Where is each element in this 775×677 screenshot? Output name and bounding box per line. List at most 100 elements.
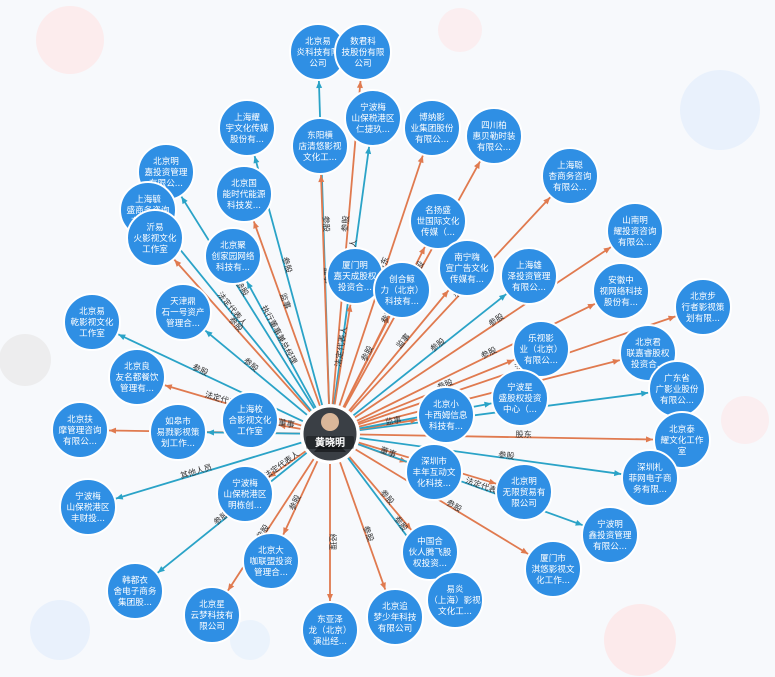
- company-node[interactable]: 中国合伙人腾飞股权投资...: [401, 523, 459, 581]
- company-node[interactable]: 北京小卡西姆信息科技有...: [417, 386, 475, 444]
- company-node-label: 划工作...: [161, 437, 195, 449]
- company-node-circle: [438, 239, 496, 297]
- company-node[interactable]: 北京步行者影视策划有限...: [674, 278, 732, 336]
- company-node[interactable]: 上海雄泽投资管理有限公...: [500, 247, 558, 305]
- company-node[interactable]: 宁波梅山保税港区仁捷玖...: [344, 89, 402, 147]
- company-node-label: 宁波梅: [360, 101, 386, 113]
- company-node[interactable]: 韩都衣舍电子商务集团股...: [106, 562, 164, 620]
- company-node[interactable]: 北京国能时代能源科技发...: [215, 165, 273, 223]
- company-node[interactable]: 四川柏惠贝勒时装有限公...: [465, 107, 523, 165]
- company-node[interactable]: 广东省广影业股份有限公...: [648, 360, 706, 418]
- company-node-label: 南宁嗨: [454, 251, 480, 263]
- edge-label: 法定代表人: [333, 326, 349, 368]
- company-node[interactable]: 厦门明嘉天成股权投资合...: [326, 247, 384, 305]
- company-node[interactable]: 天津鼎石一号资产管理合...: [154, 283, 212, 341]
- company-node-label: 厦门市: [540, 552, 566, 564]
- edge-line: [227, 458, 315, 592]
- edge-line: [173, 259, 311, 413]
- company-node[interactable]: 北京良友名都餐饮管理有...: [108, 348, 166, 406]
- edge-line: [320, 174, 330, 405]
- company-node-label: 宁波星: [507, 381, 533, 393]
- company-node[interactable]: 宁波星盛股权投资中心（...: [491, 369, 549, 427]
- company-node[interactable]: 易炎（上海）影视文化工...: [426, 571, 484, 629]
- edge-arrowhead: [667, 315, 676, 322]
- company-node-circle: [366, 588, 424, 646]
- company-node-label: 东阳横: [307, 129, 333, 141]
- edge-arrowhead: [108, 427, 117, 434]
- company-node[interactable]: 安徽中视网络科技股份有...: [592, 262, 650, 320]
- company-node-label: 数君科: [350, 35, 376, 47]
- company-node-label: 咖联盟投资: [250, 555, 293, 567]
- company-node[interactable]: 如皋市易戮影视策划工作...: [149, 403, 207, 461]
- company-node[interactable]: 深圳札菲网电子商务有限...: [621, 449, 679, 507]
- edge-arrowhead: [417, 155, 424, 164]
- company-node-label: 上海聪: [557, 159, 583, 171]
- company-node-label: 店清悠影视: [299, 140, 342, 152]
- company-node[interactable]: 宁波梅山保税港区明栋创...: [216, 465, 274, 523]
- company-node[interactable]: 乐视影业（北京）有限公...: [512, 320, 570, 378]
- company-node-label: 舍电子商务: [114, 585, 157, 597]
- company-node[interactable]: 南宁嗨宣广告文化传媒有...: [438, 239, 496, 297]
- company-node[interactable]: 宁波梅山保税港区丰财投...: [59, 478, 117, 536]
- company-node-label: 管理合...: [254, 566, 288, 578]
- company-node[interactable]: 厦门市淇悠影视文化工作...: [524, 540, 582, 598]
- company-node-circle: [465, 107, 523, 165]
- company-node-label: 北京易: [305, 35, 331, 47]
- company-node-label: 公司: [354, 58, 371, 69]
- company-node[interactable]: 深圳市丰年互动文化科技...: [405, 443, 463, 501]
- company-node-label: 嘉投资管理: [145, 166, 188, 178]
- company-node[interactable]: 北京扶摩管理咨询有限公...: [51, 401, 109, 459]
- company-node-circle: [581, 506, 639, 564]
- company-node[interactable]: 东亚泽龙（北京）演出经...: [301, 601, 359, 659]
- company-node-label: 菲网电子商: [629, 472, 672, 484]
- edge-arrowhead: [365, 146, 372, 155]
- company-node[interactable]: 上海耀宇文化传媒股份有...: [218, 99, 276, 157]
- company-node-label: 投资合...: [338, 281, 372, 293]
- company-node[interactable]: 北京大咖联盟投资管理合...: [242, 532, 300, 590]
- company-node-label: 创合鲸: [389, 273, 415, 285]
- company-node[interactable]: 博纳影业集团股份有限公...: [403, 99, 461, 157]
- edge-arrowhead: [575, 519, 583, 526]
- company-node-label: 惠贝勒时装: [473, 130, 516, 142]
- company-node[interactable]: 东阳横店清悠影视文化工...: [291, 117, 349, 175]
- company-node-circle: [108, 348, 166, 406]
- company-node-label: 耀文化工作: [661, 434, 704, 446]
- company-node[interactable]: 上海聪杏商务咨询有限公...: [541, 147, 599, 205]
- edge-line: [282, 460, 319, 536]
- edge-arrowhead: [613, 470, 622, 477]
- company-node[interactable]: 宁波明鑫投资管理有限公...: [581, 506, 639, 564]
- company-node-label: 创家园网络: [212, 250, 255, 262]
- company-node-label: 有限公司: [378, 622, 412, 634]
- company-node[interactable]: 北京聚创家园网络科技有...: [204, 227, 262, 285]
- company-node-circle: [491, 369, 549, 427]
- company-node-label: 有限公...: [415, 133, 449, 145]
- company-node-label: 业集团股份: [411, 122, 454, 134]
- company-node-label: 室: [678, 445, 687, 457]
- company-node[interactable]: 山南明耀投资咨询有限公...: [606, 202, 664, 260]
- edge-line: [359, 437, 622, 475]
- center-person-name: 黄晓明: [315, 436, 345, 449]
- company-node-label: 行者影视策: [682, 301, 725, 313]
- company-node-label: 业（北京）: [520, 343, 563, 355]
- center-person-node[interactable]: 黄晓明: [300, 404, 360, 464]
- company-node-label: 集团股...: [118, 596, 152, 608]
- edge-label: 参股: [321, 215, 332, 232]
- company-node-circle: [495, 463, 553, 521]
- company-node[interactable]: 创合鲸力（北京）科技有...: [373, 261, 431, 319]
- company-node-label: 北京泰: [669, 423, 695, 435]
- edge-label: 参股: [486, 311, 505, 328]
- company-node[interactable]: 名扬盛世国际文化传媒（...: [409, 192, 467, 250]
- company-node-label: 北京扶: [67, 413, 93, 425]
- edge-line: [348, 289, 450, 412]
